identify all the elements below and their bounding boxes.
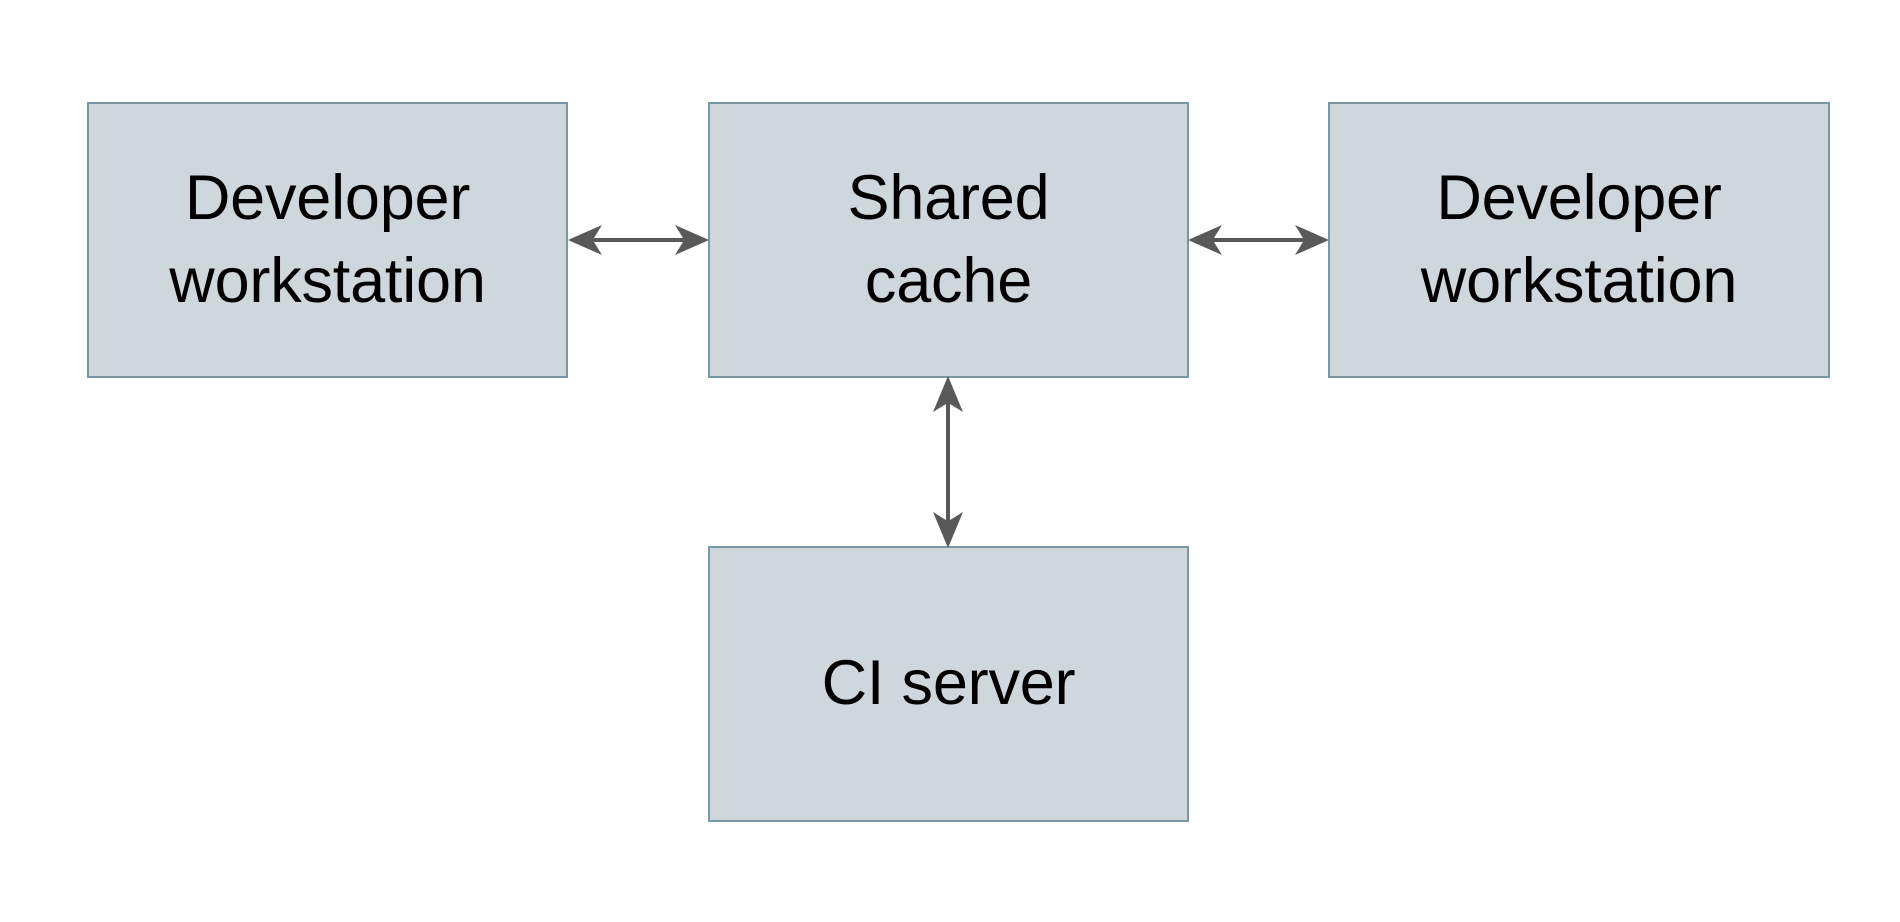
node-developer-workstation-left[interactable]: Developer workstation <box>87 102 568 378</box>
node-label: Developer workstation <box>1420 162 1738 316</box>
node-shared-cache[interactable]: Shared cache <box>708 102 1189 378</box>
connector-developer-workstation-left-to-shared-cache[interactable] <box>568 214 709 266</box>
double-arrow-icon <box>1188 225 1329 255</box>
node-label: Shared cache <box>847 162 1050 316</box>
connector-shared-cache-to-ci-server[interactable] <box>922 376 974 548</box>
connector-shared-cache-to-developer-workstation-right[interactable] <box>1188 214 1329 266</box>
node-ci-server[interactable]: CI server <box>708 546 1189 822</box>
double-arrow-icon <box>933 376 963 548</box>
node-label: Developer workstation <box>169 162 486 316</box>
double-arrow-icon <box>568 225 709 255</box>
node-developer-workstation-right[interactable]: Developer workstation <box>1328 102 1830 378</box>
node-label: CI server <box>821 648 1076 719</box>
